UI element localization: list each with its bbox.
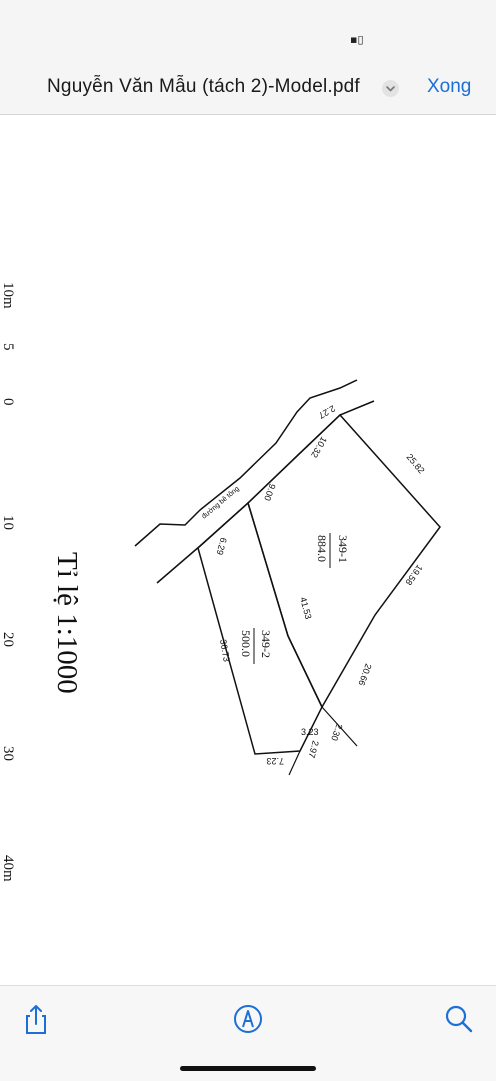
document-header: Nguyễn Văn Mẫu (tách 2)-Model.pdf Xong (0, 64, 496, 115)
markup-icon[interactable] (231, 1002, 265, 1036)
edge-length-label: 3.23 (301, 727, 319, 737)
parcel-area-label: 884.0 (315, 535, 329, 562)
scale-label: 10m (0, 282, 16, 309)
edge-length-label: 20.66 (356, 662, 373, 687)
survey-drawing: 10m 5 0 10 20 30 40m Tỉ lệ 1:1000 đường … (0, 282, 441, 882)
document-title[interactable]: Nguyễn Văn Mẫu (tách 2)-Model.pdf (47, 76, 360, 97)
home-indicator[interactable] (180, 1066, 316, 1071)
scale-label: 0 (0, 398, 16, 406)
scale-label: 20 (0, 632, 16, 647)
edge-length-label: 2.27 (317, 403, 337, 420)
edge-length-label: 36.73 (218, 639, 232, 663)
edge-length-label: 25.82 (404, 452, 426, 476)
scale-label: 40m (0, 855, 16, 882)
edge-length-label: 2.30 (329, 722, 344, 742)
search-icon[interactable] (442, 1002, 476, 1036)
edge-length-label: 10.32 (309, 435, 329, 460)
edge-length-label: 7.23 (266, 756, 284, 766)
parcel-area-label: 500.0 (239, 630, 253, 657)
status-indicator: ▪▯ (350, 33, 364, 46)
scale-label: 5 (0, 343, 16, 351)
done-button[interactable]: Xong (427, 76, 472, 97)
boundary-extension (321, 706, 358, 747)
edge-length-label: 19.58 (403, 563, 424, 587)
parcel-349-2-boundary (197, 501, 323, 755)
edge-length-label: 2.97 (307, 739, 321, 759)
edge-length-label: 41.53 (298, 596, 313, 620)
road-boundary (134, 379, 358, 547)
bottom-toolbar (0, 985, 496, 1081)
parcel-id-label: 349-2 (259, 630, 273, 658)
pdf-page[interactable]: 10m 5 0 10 20 30 40m Tỉ lệ 1:1000 đường … (0, 115, 496, 985)
status-bar: ▪▯ (0, 0, 496, 64)
scale-title: Tỉ lệ 1:1000 (51, 552, 83, 694)
chevron-down-icon[interactable] (382, 80, 399, 97)
edge-length-label: 6.29 (215, 536, 229, 556)
boundary-extension (288, 750, 301, 776)
edge-length-label: 9.00 (262, 482, 277, 502)
share-icon[interactable] (19, 1002, 53, 1036)
scale-label: 10 (0, 515, 16, 530)
parcel-id-label: 349-1 (336, 535, 350, 563)
scale-label: 30 (0, 746, 16, 761)
